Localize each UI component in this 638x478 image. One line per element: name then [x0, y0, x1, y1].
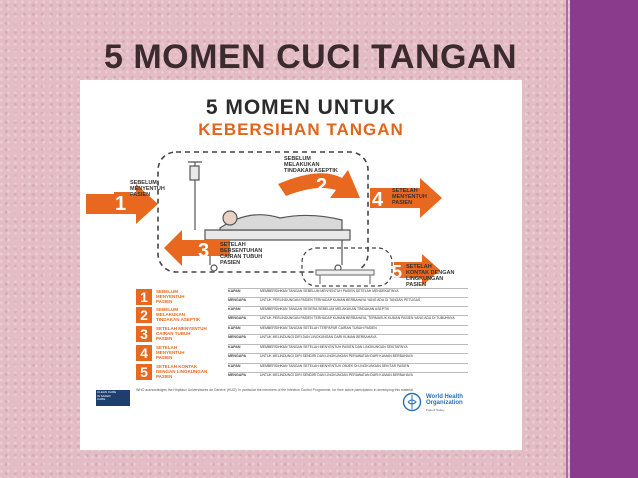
- row-text: MEMBERSIHKAN TANGAN SEBELUM MENYENTUH PA…: [260, 289, 399, 293]
- moment-1-badge: [114, 192, 130, 214]
- row-when: MENGAPA: [228, 316, 247, 320]
- row-when: KAPAN: [228, 289, 241, 293]
- row-when: MENGAPA: [228, 373, 247, 377]
- row-text: MEMBERSIHKAN TANGAN SETELAH MENYENTUH PA…: [260, 345, 408, 349]
- row-number: 2: [136, 307, 152, 323]
- table-row: 5 SETELAH KONTAK DENGAN LINGKUNGAN PASIE…: [134, 363, 468, 381]
- row-number: 1: [136, 289, 152, 305]
- moment-3-number: 3: [198, 240, 209, 262]
- row-when: KAPAN: [228, 307, 241, 311]
- moment-5-arrow: [394, 254, 440, 286]
- row-text: UNTUK MELINDUNGI DIRI SENDIRI DAN LINGKU…: [260, 373, 413, 377]
- moments-table: 1 SEBELUM MENYENTUH PASIEN KAPAN MEMBERSI…: [134, 288, 468, 381]
- row-text: UNTUK MELINDUNGI DIRI DAN LINGKUNGAN DAR…: [260, 335, 377, 339]
- row-text: MEMBERSIHKAN TANGAN SETELAH MENYENTUH OB…: [260, 364, 410, 368]
- table-row: 3 SETELAH MENYENTUH CAIRAN TUBUH PASIEN …: [134, 325, 468, 343]
- moment-5-number: 5: [392, 262, 402, 282]
- moments-illustration: 1 2 3 4 5: [86, 151, 442, 287]
- moment-4-number: 4: [372, 189, 384, 211]
- poster-title: 5 MOMEN UNTUK: [205, 96, 397, 119]
- row-when: KAPAN: [228, 326, 241, 330]
- patient-zone-outline: [157, 151, 369, 273]
- slide-title: 5 MOMEN CUCI TANGAN: [104, 38, 518, 76]
- clean-care-logo: CLEAN CARE IS SAFER CARE: [96, 390, 130, 406]
- moment-4-label: SETELAH MENYENTUH PASIEN: [392, 188, 427, 206]
- row-text: UNTUK PERLINDUNGAN PASIEN TERHADAP KUMAN…: [260, 316, 455, 320]
- moment-1-number: 1: [115, 193, 126, 215]
- row-number: 3: [136, 326, 152, 342]
- bed-inset-illustration: [315, 269, 375, 284]
- row-name: SETELAH KONTAK DENGAN LINGKUNGAN PASIEN: [156, 364, 208, 379]
- row-when: MENGAPA: [228, 354, 247, 358]
- row-text: UNTUK PERLINDUNGAN PASIEN TERHADAP KUMAN…: [260, 298, 421, 302]
- who-logo-block: World Health Organization Patient Safety: [402, 392, 463, 417]
- row-text: MEMBERSIHKAN TANGAN SEGERA SEBELUM MELAK…: [260, 307, 390, 311]
- moment-3-label: SETELAH BERSENTUHAN CAIRAN TUBUH PASIEN: [220, 242, 263, 266]
- moment-2-label: SEBELUM MELAKUKAN TINDAKAN ASEPTIK: [284, 156, 338, 174]
- poster-image: 5 MOMEN UNTUK KEBERSIHAN TANGAN 1 2 3: [80, 80, 522, 450]
- hospital-bed-illustration: [188, 161, 351, 272]
- sidebar-accent: [570, 0, 638, 478]
- row-when: MENGAPA: [228, 335, 247, 339]
- table-row: 2 SEBELUM MELAKUKAN TINDAKAN ASEPTIK KAP…: [134, 306, 468, 324]
- row-number: 4: [136, 345, 152, 361]
- row-number: 5: [136, 364, 152, 380]
- row-name: SEBELUM MENYENTUH PASIEN: [156, 289, 185, 304]
- row-when: KAPAN: [228, 345, 241, 349]
- row-name: SETELAH MENYENTUH PASIEN: [156, 345, 185, 360]
- environment-zone-outline: [301, 247, 393, 287]
- row-name: SETELAH MENYENTUH CAIRAN TUBUH PASIEN: [156, 326, 207, 341]
- row-when: MENGAPA: [228, 298, 247, 302]
- row-text: MEMBERSIHKAN TANGAN SETELAH TERPAPAR CAI…: [260, 326, 377, 330]
- moment-3-arrow: [164, 230, 230, 266]
- who-name: World Health Organization: [426, 394, 463, 406]
- row-text: UNTUK MELINDUNGI DIRI SENDIRI DAN LINGKU…: [260, 354, 413, 358]
- who-subtext: Patient Safety: [426, 408, 445, 412]
- moment-2-arrow: [278, 170, 360, 198]
- poster-footnote: WHO acknowledges the Hôpitaux Universita…: [136, 388, 414, 392]
- table-row: 4 SETELAH MENYENTUH PASIEN KAPAN MEMBERSI…: [134, 344, 468, 362]
- table-row: 1 SEBELUM MENYENTUH PASIEN KAPAN MEMBERSI…: [134, 288, 468, 306]
- row-name: SEBELUM MELAKUKAN TINDAKAN ASEPTIK: [156, 307, 201, 322]
- moment-5-label: SETELAH KONTAK DENGAN LINGKUNGAN PASIEN: [406, 264, 455, 288]
- moment-2-number: 2: [316, 175, 327, 197]
- who-emblem-icon: [402, 392, 422, 412]
- sidebar-divider: [566, 0, 568, 478]
- moment-4-arrow: [370, 178, 442, 218]
- moment-1-label: SEBELUM MENYENTUH PASIEN: [130, 180, 165, 198]
- poster-subtitle: KEBERSIHAN TANGAN: [198, 120, 404, 139]
- row-when: KAPAN: [228, 364, 241, 368]
